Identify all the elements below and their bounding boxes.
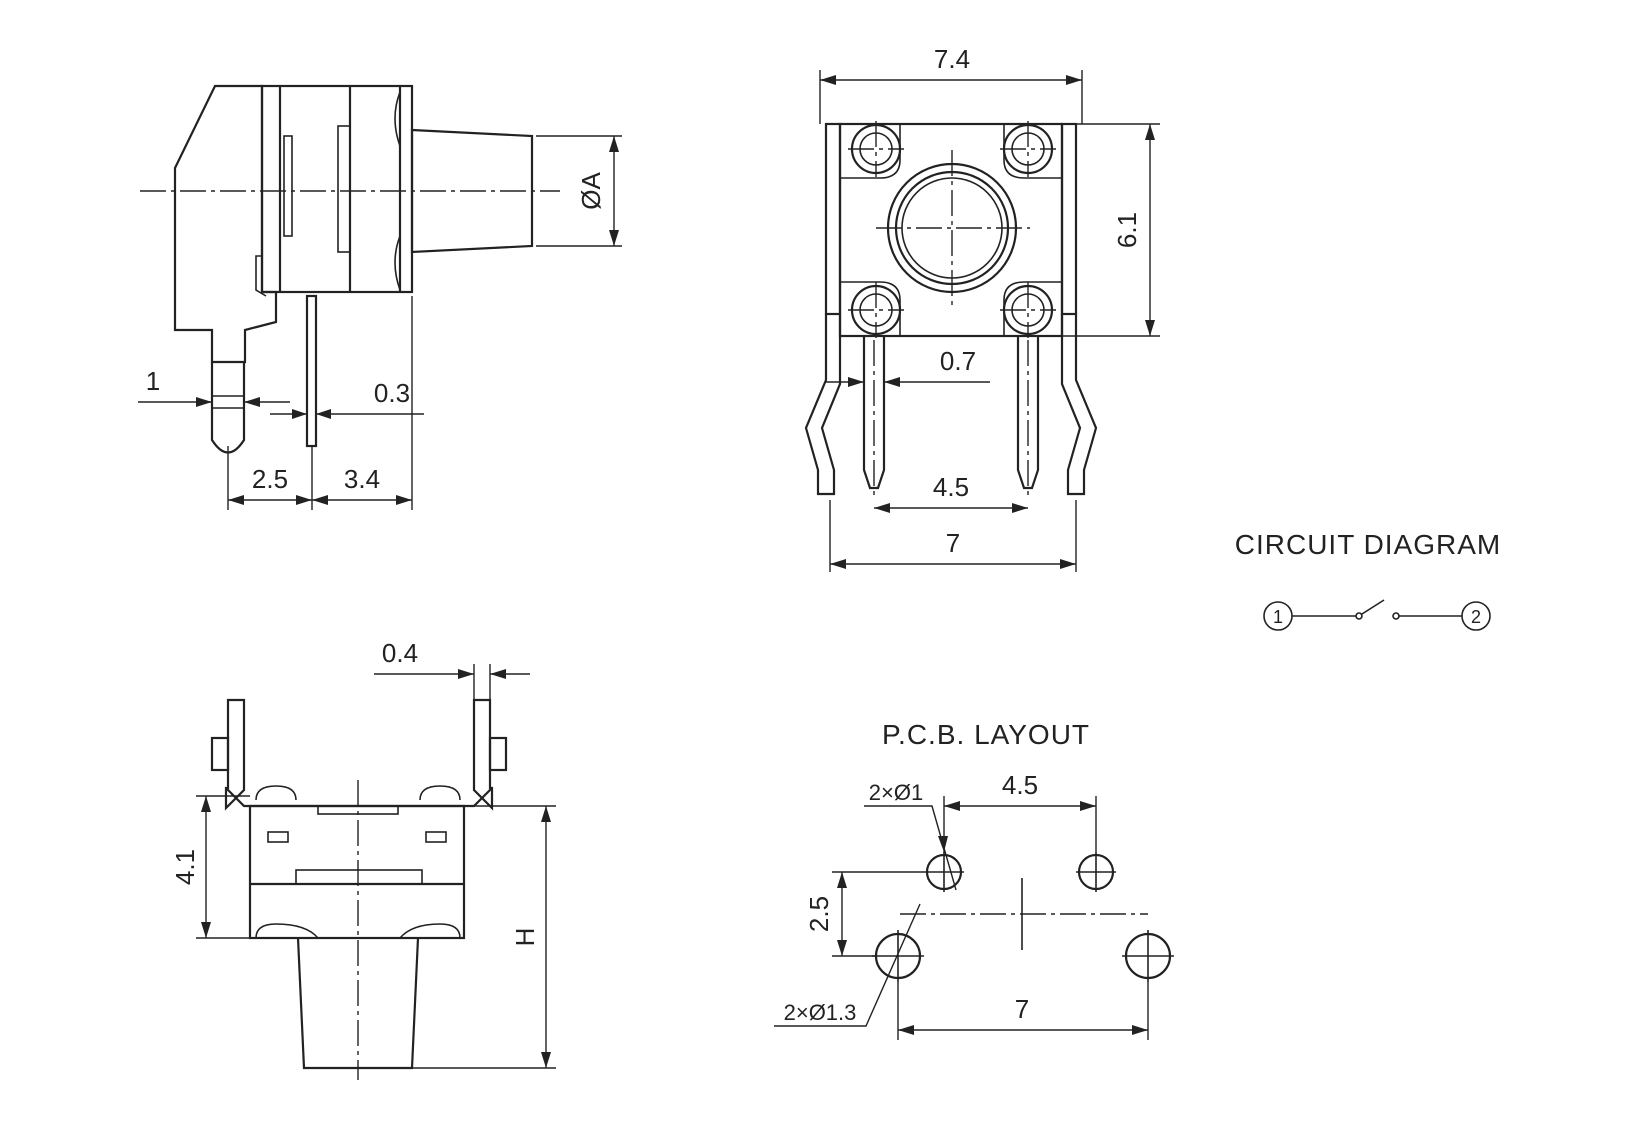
hole-large-left — [872, 930, 924, 982]
dim-body-height-label: 4.1 — [170, 849, 200, 885]
dim-pin-thickness-label: 0.3 — [374, 378, 410, 408]
rivet-br — [1000, 282, 1056, 338]
hole-large-right — [1122, 930, 1174, 982]
dim-pin-width-label: 1 — [146, 366, 160, 396]
dim-width-label: 7.4 — [934, 44, 970, 74]
pcb-dim-spacing-label: 4.5 — [1002, 770, 1038, 800]
pcb-layout: P.C.B. LAYOUT 4.5 — [774, 719, 1174, 1040]
circuit-pin1-label: 1 — [1273, 607, 1283, 627]
dim-inner-spacing-label: 4.5 — [933, 472, 969, 502]
dim-pin-spacing-label: 2.5 — [252, 464, 288, 494]
dim-pin-width-label: 0.7 — [940, 346, 976, 376]
rivet-bl — [848, 282, 904, 338]
pcb-dim-outer-label: 7 — [1015, 994, 1029, 1024]
front-view: 0.4 4.1 H — [170, 638, 556, 1080]
circuit-title: CIRCUIT DIAGRAM — [1235, 529, 1502, 560]
pcb-dim-vertical-label: 2.5 — [804, 896, 834, 932]
dim-plate-label: 0.4 — [382, 638, 418, 668]
side-view: ØA 1 0.3 2.5 3.4 — [138, 84, 622, 510]
pcb-hole-small-label: 2×Ø1 — [869, 780, 923, 805]
hole-small-right — [1076, 852, 1116, 892]
circuit-pin2-label: 2 — [1471, 607, 1481, 627]
circuit-diagram: CIRCUIT DIAGRAM 1 2 — [1235, 529, 1502, 631]
dim-outer-spacing-label: 7 — [946, 528, 960, 558]
pcb-hole-large-label: 2×Ø1.3 — [784, 1000, 857, 1025]
hole-small-left — [924, 852, 964, 892]
dim-diameter-label: ØA — [576, 172, 606, 210]
dim-offset-label: 3.4 — [344, 464, 380, 494]
dim-total-height-label: H — [510, 928, 540, 947]
rivet-tr — [1000, 121, 1056, 177]
rivet-tl — [848, 121, 904, 177]
top-view: 7.4 6.1 0.7 4.5 7 — [804, 44, 1160, 572]
dim-height-label: 6.1 — [1112, 212, 1142, 248]
pcb-title: P.C.B. LAYOUT — [882, 719, 1090, 750]
